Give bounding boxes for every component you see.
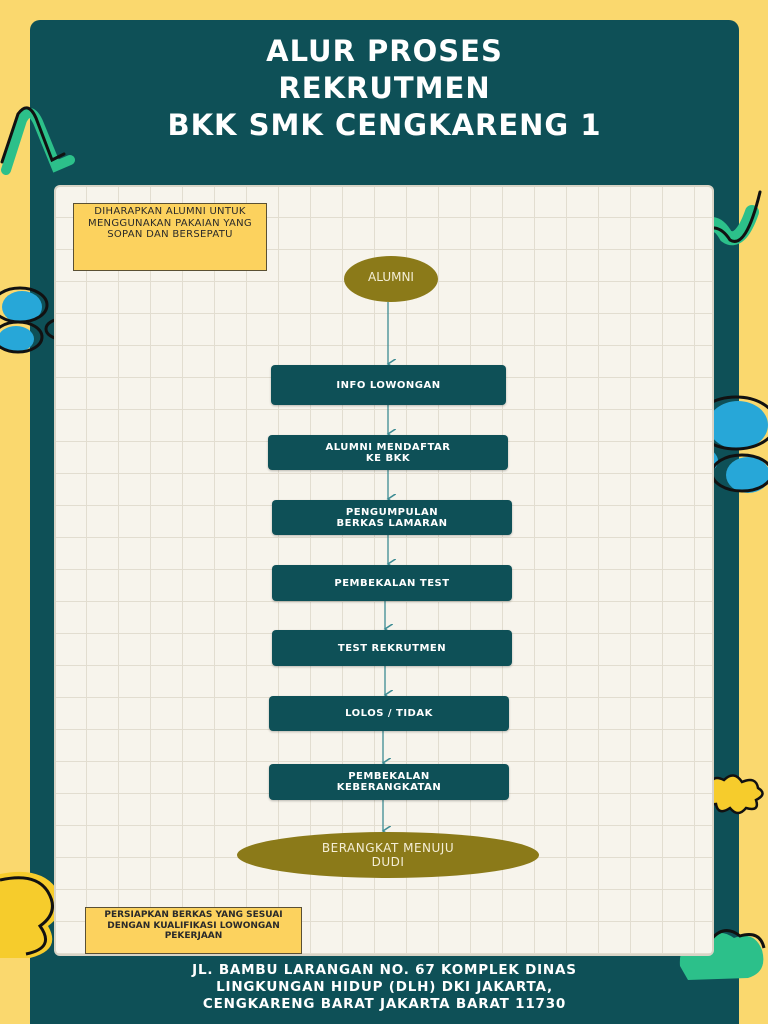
end-label-2: DUDI xyxy=(371,855,405,869)
step-label-2: KE BKK xyxy=(365,452,411,464)
step-lolos-tidak: LOLOS / TIDAK xyxy=(269,696,509,731)
step-pengumpulan-berkas: PENGUMPULAN BERKAS LAMARAN xyxy=(272,500,512,535)
step-label: TEST REKRUTMEN xyxy=(337,642,447,654)
step-info-lowongan: INFO LOWONGAN xyxy=(271,365,506,405)
start-node-alumni: ALUMNI xyxy=(344,256,438,302)
step-label: ALUMNI MENDAFTAR xyxy=(325,441,451,453)
step-label: INFO LOWONGAN xyxy=(336,379,441,391)
end-node-berangkat: BERANGKAT MENUJU DUDI xyxy=(237,832,539,878)
step-label: PENGUMPULAN xyxy=(345,506,439,518)
step-label: LOLOS / TIDAK xyxy=(345,708,433,719)
step-pembekalan-keberangkatan: PEMBEKALAN KEBERANGKATAN xyxy=(269,764,509,800)
dress-code-note: DIHARAPKAN ALUMNI UNTUK MENGGUNAKAN PAKA… xyxy=(73,203,267,271)
title-line-2: REKRUTMEN xyxy=(278,71,491,105)
footer-address: JL. BAMBU LARANGAN NO. 67 KOMPLEK DINAS … xyxy=(30,962,739,1013)
page-title: ALUR PROSES REKRUTMEN BKK SMK CENGKARENG… xyxy=(30,33,739,144)
step-test-rekrutmen: TEST REKRUTMEN xyxy=(272,630,512,666)
step-pembekalan-test: PEMBEKALAN TEST xyxy=(272,565,512,601)
step-alumni-mendaftar: ALUMNI MENDAFTAR KE BKK xyxy=(268,435,508,470)
step-label-2: KEBERANGKATAN xyxy=(336,782,442,793)
footer-line-2: LINGKUNGAN HIDUP (DLH) DKI JAKARTA, xyxy=(216,979,553,995)
documents-note: PERSIAPKAN BERKAS YANG SESUAI DENGAN KUA… xyxy=(85,907,302,954)
end-label-1: BERANGKAT MENUJU xyxy=(321,841,455,855)
step-label-2: BERKAS LAMARAN xyxy=(336,517,448,529)
footer-line-1: JL. BAMBU LARANGAN NO. 67 KOMPLEK DINAS xyxy=(192,962,577,978)
title-line-3: BKK SMK CENGKARENG 1 xyxy=(167,108,602,142)
title-line-1: ALUR PROSES xyxy=(266,34,503,68)
step-label: PEMBEKALAN TEST xyxy=(334,577,450,589)
footer-line-3: CENGKARENG BARAT JAKARTA BARAT 11730 xyxy=(202,996,567,1012)
step-label: PEMBEKALAN xyxy=(348,771,430,782)
